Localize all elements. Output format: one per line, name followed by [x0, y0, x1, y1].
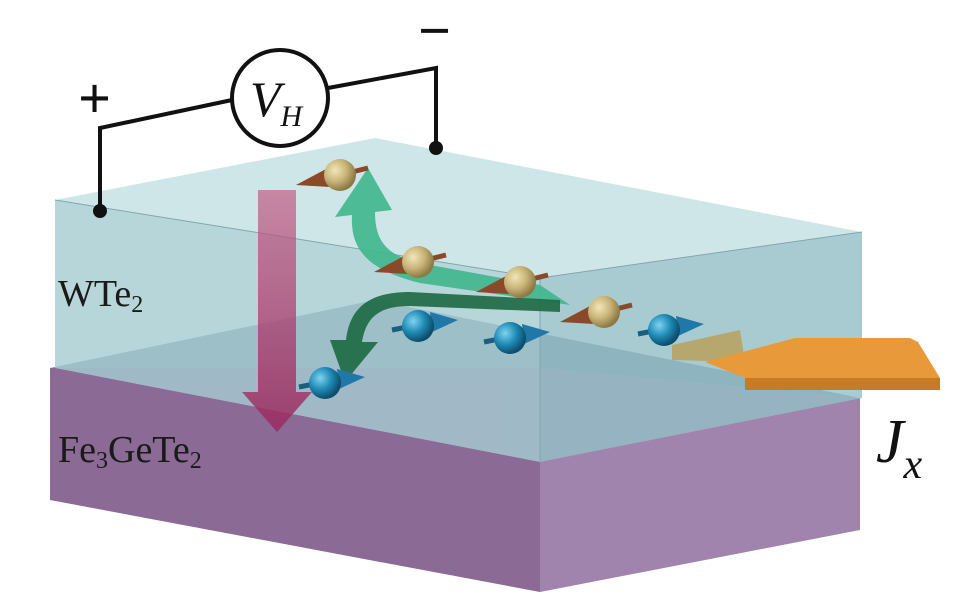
gold-electron: [560, 296, 633, 328]
current-arrow: [672, 330, 940, 390]
voltmeter-subscript: H: [280, 100, 305, 133]
fgt-sub-1: 3: [96, 448, 108, 474]
gold-electron: [374, 246, 447, 278]
wte2-subscript: 2: [131, 292, 143, 318]
fe3gete2-label: Fe3GeTe2: [58, 429, 202, 474]
blue-electron: [483, 322, 550, 354]
gold-electron: [476, 266, 549, 298]
spin-cone: [522, 324, 550, 344]
minus-sign: −: [418, 0, 451, 63]
blue-electron: [637, 314, 704, 346]
spin-cone: [374, 256, 408, 274]
electron-ball: [309, 367, 341, 399]
electron-ball: [324, 159, 356, 191]
dark-green-spin-arrow: [330, 292, 560, 382]
electron-group: [296, 159, 704, 399]
electron-ball: [648, 314, 680, 346]
gold-electron: [296, 159, 369, 191]
electron-ball: [402, 246, 434, 278]
current-arrow-shade: [745, 378, 940, 390]
right-wire: [327, 65, 438, 148]
blue-electron: [298, 367, 365, 399]
right-contact: [429, 141, 443, 155]
pink-spin-current-arrow: [242, 190, 312, 432]
fgt-sub-2: 2: [190, 448, 202, 474]
electron-ball: [588, 296, 620, 328]
spin-cone: [676, 316, 704, 336]
blue-electron: [391, 310, 458, 342]
spin-cone: [560, 306, 594, 324]
hall-circuit: [98, 65, 438, 211]
voltmeter-symbol: VH: [250, 71, 305, 133]
spin-cone: [337, 369, 365, 389]
electron-ball: [402, 310, 434, 342]
wte2-label: WTe2: [58, 273, 143, 318]
spin-cone: [296, 169, 330, 187]
current-subscript: x: [903, 442, 923, 488]
spin-cone: [476, 276, 510, 294]
electron-ball: [504, 266, 536, 298]
wte2-top-face: [55, 138, 862, 278]
plus-sign: +: [78, 66, 111, 131]
current-label: Jx: [876, 408, 923, 488]
current-arrow-tail: [672, 330, 745, 362]
voltmeter: [230, 48, 330, 148]
current-arrow-body: [705, 338, 940, 390]
spin-cone: [430, 312, 458, 332]
left-contact: [93, 204, 107, 218]
electron-ball: [494, 322, 526, 354]
left-wire: [98, 98, 233, 211]
